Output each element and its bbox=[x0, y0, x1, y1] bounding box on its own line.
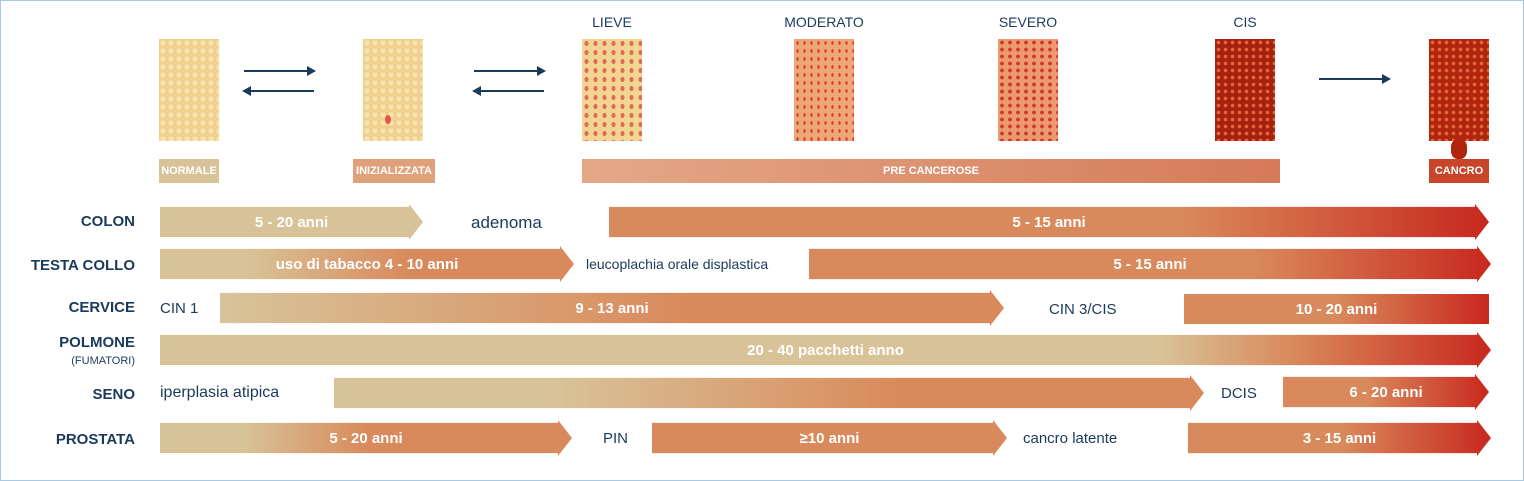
colon-mid-text: adenoma bbox=[471, 213, 542, 232]
row-label-cervice: CERVICE bbox=[68, 299, 135, 316]
arrow-right-icon bbox=[244, 66, 316, 76]
tissue-cancer-image bbox=[1429, 39, 1489, 141]
seno-bar-2: 6 - 20 anni bbox=[1283, 374, 1489, 410]
tissue-normal-image bbox=[159, 39, 219, 141]
tissue-initialized-image bbox=[363, 39, 423, 141]
seno-bar-1 bbox=[334, 375, 1204, 411]
badge-inizializzata: INIZIALIZZATA bbox=[353, 159, 435, 183]
cancer-invasion-icon bbox=[1451, 139, 1467, 159]
seno-mid-text: DCIS bbox=[1221, 385, 1257, 402]
badge-normale: NORMALE bbox=[159, 159, 219, 183]
tissue-severe-image bbox=[998, 39, 1058, 141]
stage-cis: CIS bbox=[1233, 14, 1257, 30]
prostata-bar-2: ≥10 anni bbox=[652, 420, 1007, 456]
row-label-colon: COLON bbox=[80, 213, 135, 230]
cervice-mid-text: CIN 3/CIS bbox=[1049, 301, 1117, 318]
polmone-bar: 20 - 40 pacchetti anno bbox=[160, 332, 1491, 368]
cervice-bar-1: 9 - 13 anni bbox=[220, 290, 1004, 326]
colon-bar-2: 5 - 15 anni bbox=[609, 204, 1489, 240]
row-label-prostata: PROSTATA bbox=[55, 431, 135, 448]
testa-collo-bar-1: uso di tabacco 4 - 10 anni bbox=[160, 246, 574, 282]
tissue-moderate-image bbox=[794, 39, 854, 141]
stage-lieve: LIEVE bbox=[592, 14, 632, 30]
row-label-testa-collo: TESTA COLLO bbox=[30, 257, 135, 274]
arrow-left-icon bbox=[472, 86, 544, 96]
row-label-seno: SENO bbox=[92, 386, 135, 403]
stage-moderato: MODERATO bbox=[784, 14, 864, 30]
row-label-polmone: POLMONE bbox=[59, 334, 135, 351]
row-sublabel-fumatori: (FUMATORI) bbox=[71, 355, 135, 367]
prostata-mid-text-1: PIN bbox=[603, 430, 629, 447]
arrow-right-icon bbox=[474, 66, 546, 76]
cervice-bar-2: 10 - 20 anni bbox=[1184, 294, 1489, 324]
stage-severo: SEVERO bbox=[998, 14, 1058, 30]
colon-bar-1: 5 - 20 anni bbox=[160, 204, 423, 240]
arrow-left-icon bbox=[242, 86, 314, 96]
badge-cancro: CANCRO bbox=[1429, 159, 1489, 183]
cervice-start-text: CIN 1 bbox=[160, 300, 199, 317]
prostata-bar-3: 3 - 15 anni bbox=[1188, 420, 1491, 456]
badge-pre-cancerose: PRE CANCEROSE bbox=[582, 159, 1280, 183]
arrow-right-icon bbox=[1319, 74, 1391, 84]
tissue-mild-image bbox=[582, 39, 642, 141]
testa-collo-bar-2: 5 - 15 anni bbox=[809, 246, 1491, 282]
prostata-bar-1: 5 - 20 anni bbox=[160, 420, 572, 456]
tissue-cis-image bbox=[1215, 39, 1275, 141]
seno-start-text: iperplasia atipica bbox=[160, 384, 280, 401]
prostata-mid-text-2: cancro latente bbox=[1023, 430, 1118, 447]
testa-collo-mid-text: leucoplachia orale displastica bbox=[586, 256, 769, 272]
